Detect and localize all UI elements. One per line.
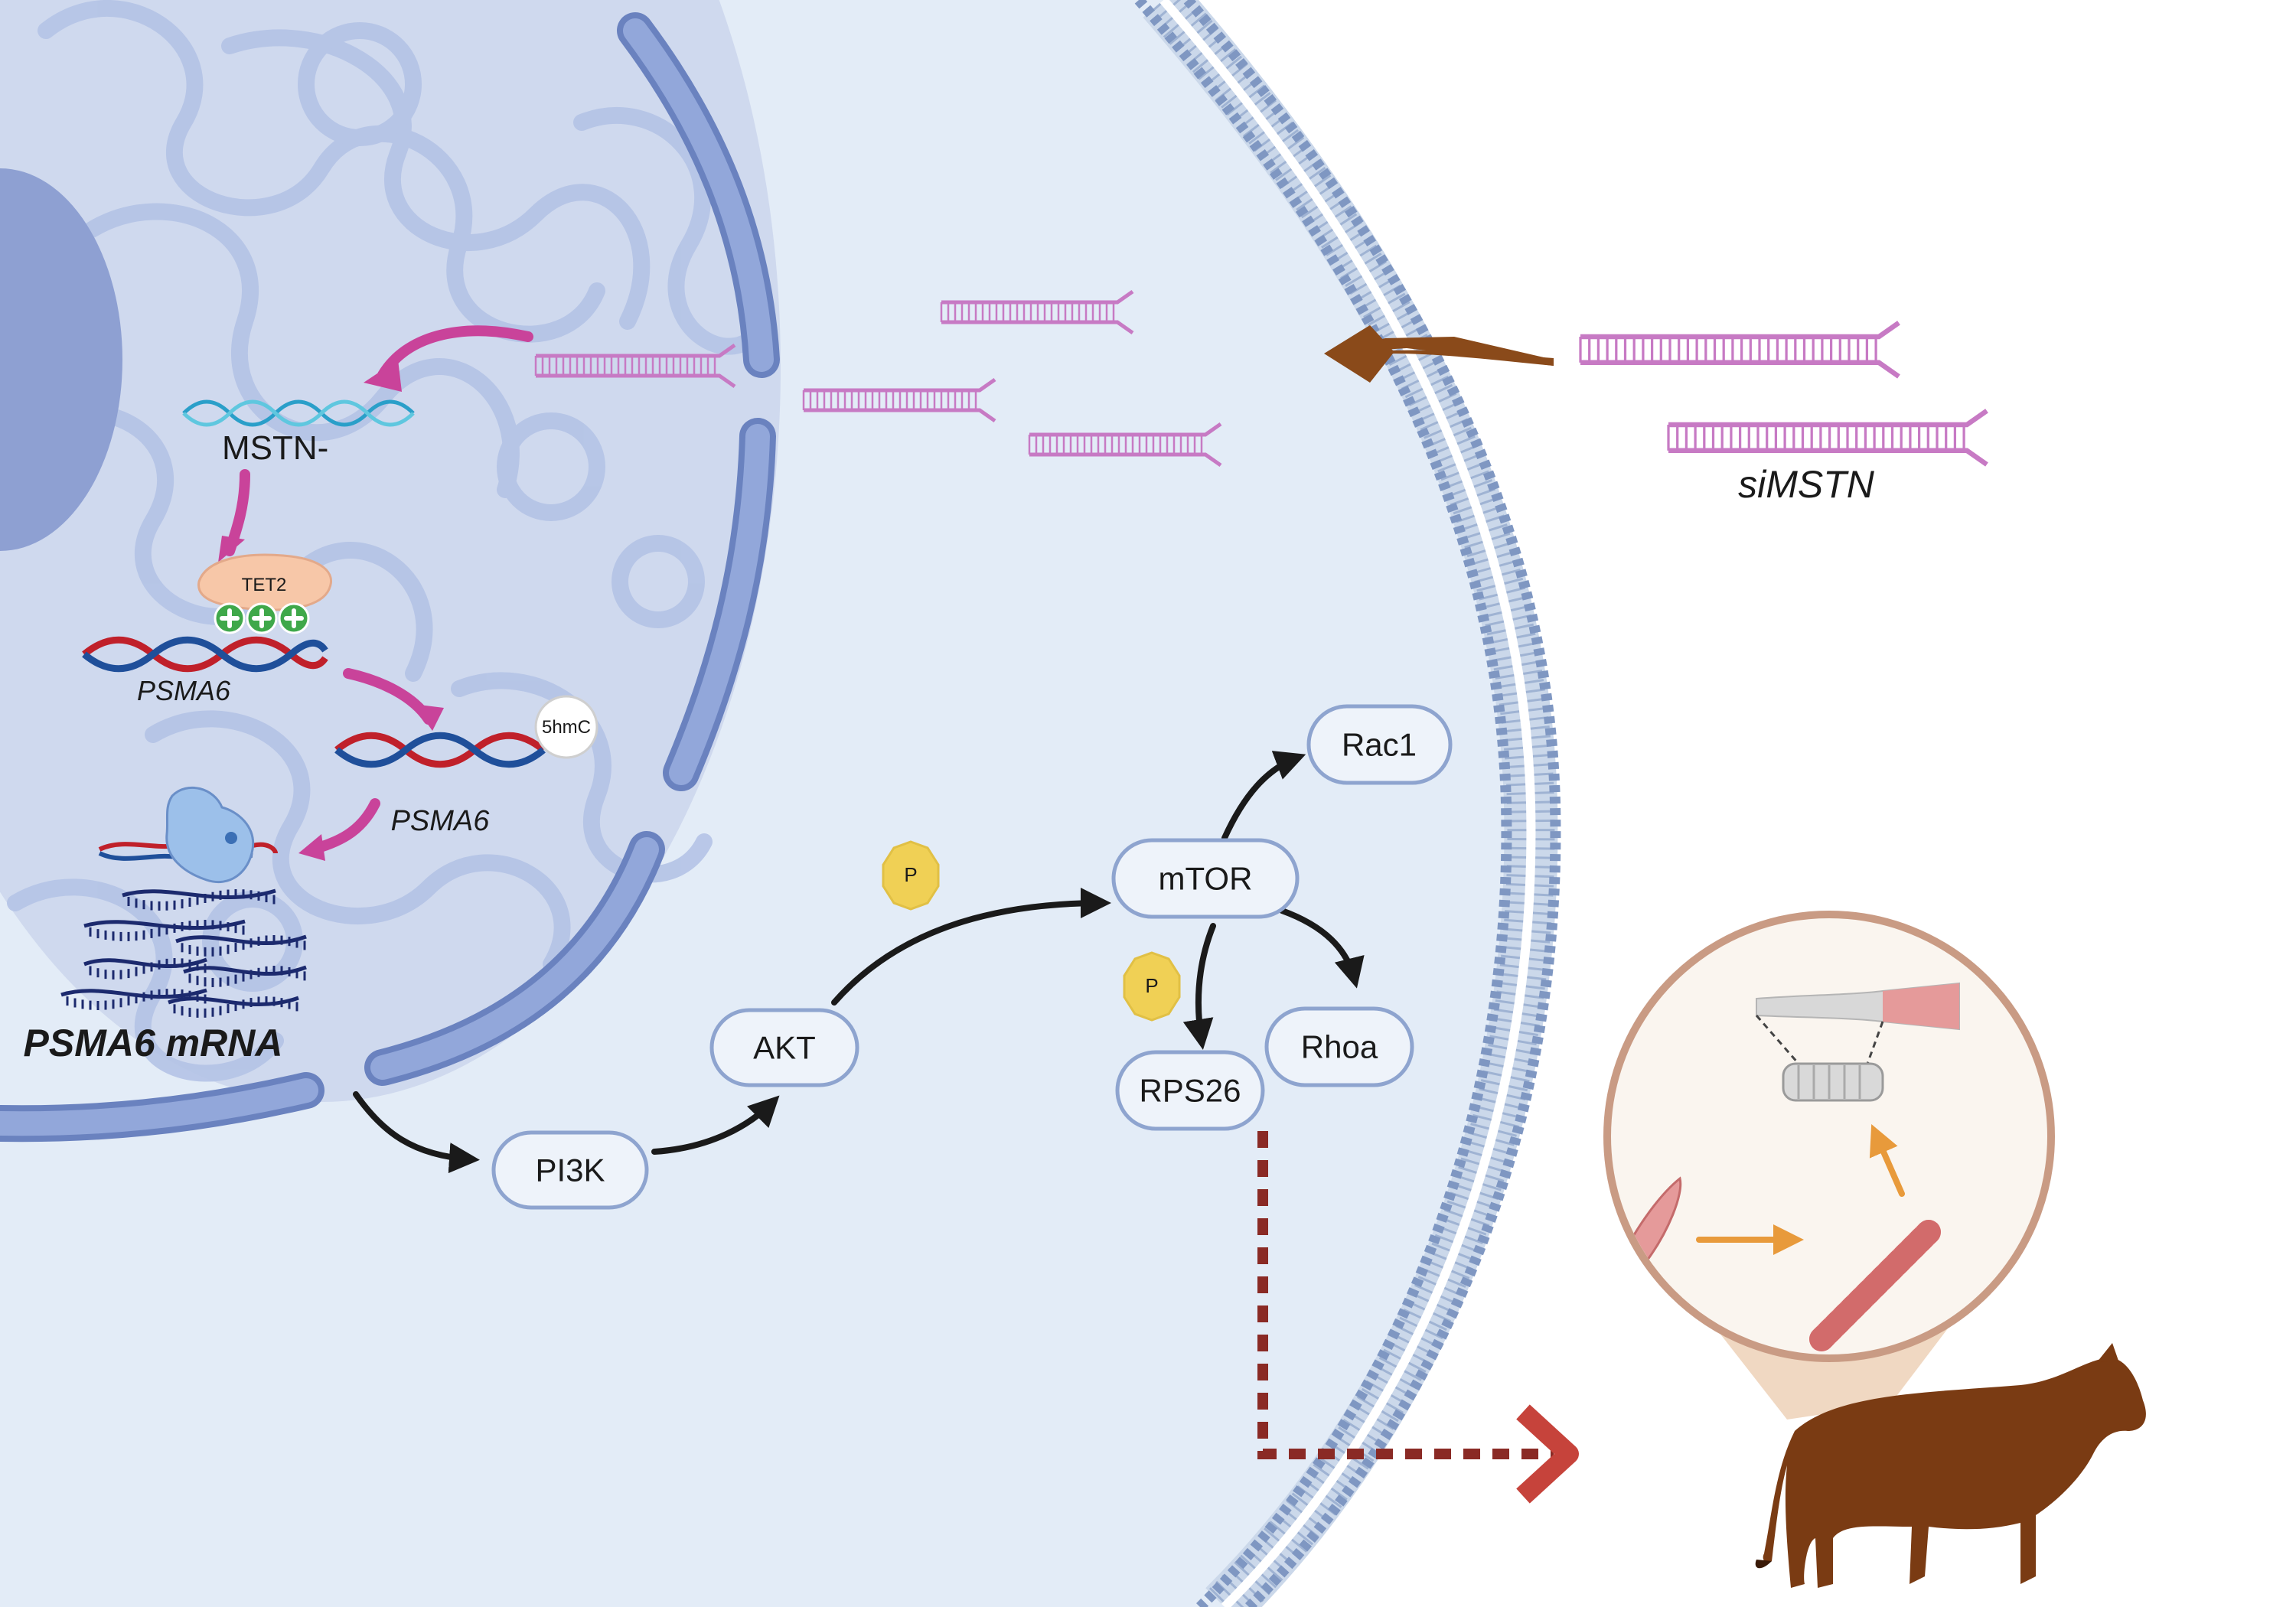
sirna-duplex-icon (1667, 409, 1988, 467)
dna-helix-icon (182, 399, 415, 427)
svg-text:Rhoa: Rhoa (1301, 1029, 1378, 1065)
output-path (1257, 1131, 1554, 1459)
psma6-mid-label: PSMA6 (391, 805, 491, 837)
mrna-strand-icon (183, 965, 307, 987)
svg-text:Rac1: Rac1 (1342, 727, 1417, 763)
chevron-right-icon (1516, 1404, 1579, 1504)
node-mtor: mTOR (1111, 838, 1300, 919)
node-rhoa: Rhoa (1264, 1006, 1414, 1087)
mrna-strand-icon (168, 996, 299, 1018)
svg-text:PI3K: PI3K (535, 1152, 605, 1188)
node-akt: AKT (709, 1008, 859, 1087)
svg-text:mTOR: mTOR (1159, 861, 1253, 897)
mrna-strand-icon (122, 888, 276, 911)
svg-text:RPS26: RPS26 (1139, 1073, 1241, 1109)
psma6-top-label: PSMA6 (137, 675, 231, 706)
chromatin (7, 0, 774, 1082)
pathway-arrows (353, 751, 1365, 1174)
mrna-strands (60, 888, 307, 1018)
5hmc-label: 5hmC (542, 717, 591, 738)
dna-helix-icon (82, 636, 328, 673)
myofibril-icon (1782, 1062, 1884, 1102)
dna-helix-icon (334, 732, 546, 768)
sirna-duplex-icon (1579, 321, 1900, 379)
svg-text:AKT: AKT (753, 1030, 816, 1066)
sirna-duplex-icon (534, 343, 736, 389)
psma6-mrna-label: PSMA6 mRNA (24, 1022, 283, 1064)
node-rac1: Rac1 (1306, 704, 1453, 785)
phosphate-icon: P (1123, 951, 1181, 1022)
sirna-layer (534, 289, 1988, 468)
mrna-strand-icon (83, 957, 207, 980)
node-pi3k: PI3K (491, 1130, 649, 1210)
simstn-label: siMSTN (1738, 463, 1875, 506)
mrna-strand-icon (83, 919, 246, 941)
uptake-arrow (1324, 325, 1554, 383)
sirna-duplex-icon (802, 377, 996, 423)
mrna-strand-icon (175, 934, 307, 957)
phospho-label-1: P (904, 863, 917, 886)
sirna-duplex-icon (940, 289, 1134, 335)
nucleus (0, 0, 781, 1102)
cell-membrane (1134, 0, 1561, 1607)
mstn-label: MSTN- (222, 429, 328, 467)
5hmc-marker (534, 695, 598, 759)
tet2-label: TET2 (242, 575, 287, 595)
tet2-enzyme-icon: TET2 (197, 553, 332, 634)
cow-icon (1755, 1343, 2146, 1588)
sirna-duplex-icon (1028, 422, 1222, 468)
myotube-icon (1809, 1220, 1941, 1351)
polymerase-icon (98, 786, 278, 884)
node-rps26: RPS26 (1115, 1050, 1265, 1131)
phospho-label-2: P (1145, 974, 1158, 997)
phosphate-icon: P (882, 840, 940, 911)
muscle-fiber-icon (1755, 982, 1960, 1064)
nucleolus-icon (0, 168, 122, 551)
zoom-inset (1603, 911, 2055, 1362)
